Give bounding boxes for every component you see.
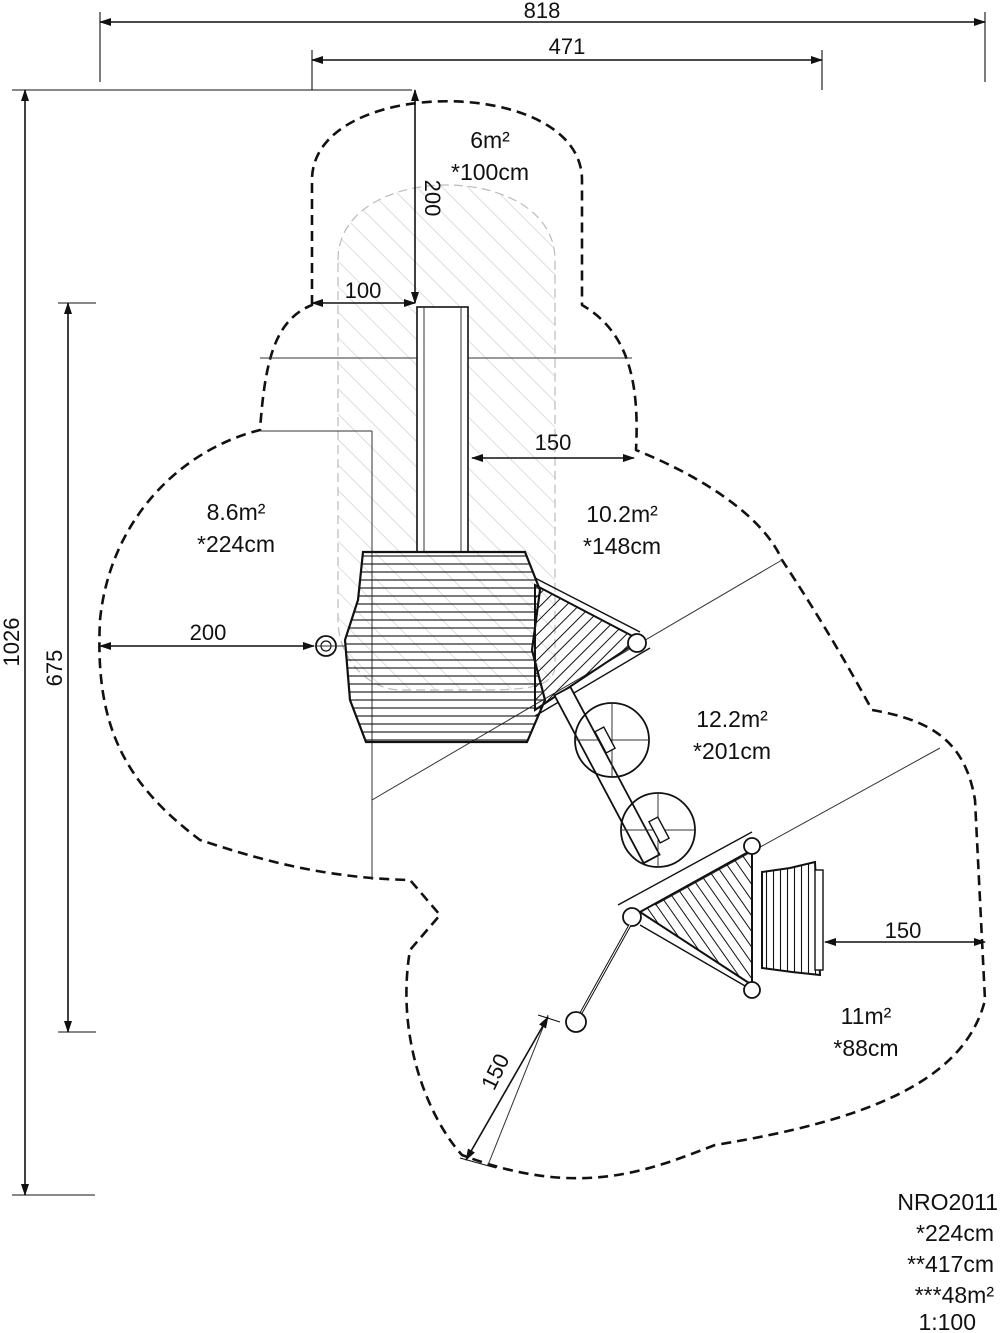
post-lower-bottom [743,981,761,999]
zone-5-area: 11m² [841,1003,892,1029]
dim-diagonal-clearance: 150 [476,1050,515,1094]
rope-anchor [565,1011,587,1033]
dim-slide-zone-side: 100 [345,278,382,303]
zone-2-area: 8.6m² [207,499,266,525]
dim-left-clearance: 200 [190,620,227,645]
info-scale: 1:100 [918,1309,976,1333]
post-upper [627,633,647,653]
dim-inner-height: 675 [42,650,67,687]
dim-right-clearance-bottom: 150 [885,918,922,943]
dim-right-clearance-top: 150 [535,430,572,455]
bridge-deck-upper [534,583,642,712]
info-fall-height: *224cm [916,1220,994,1246]
dim-overall-width: 818 [524,0,561,23]
zone-1-height: *100cm [451,159,529,185]
post-lower-left [622,907,642,927]
climbing-beam [553,685,661,865]
info-area: ***48m² [915,1282,995,1308]
zone-4-area: 12.2m² [696,706,768,732]
zone-3-area: 10.2m² [586,501,658,527]
tower-platform [343,550,547,744]
zone-2-height: *224cm [197,531,275,557]
dim-slide-zone-length: 200 [420,180,445,217]
zone-1-area: 6m² [470,127,510,153]
tunnel-exit [761,860,822,977]
zone-3-height: *148cm [583,533,661,559]
bridge-deck-lower [638,848,753,987]
dim-overall-height: 1026 [0,618,24,667]
info-length: **417cm [907,1251,994,1277]
slide-chute [416,306,469,553]
dim-inner-width: 471 [549,34,586,59]
zone-4-height: *201cm [693,738,771,764]
zone-5-height: *88cm [833,1035,898,1061]
post-lower-top [743,837,761,855]
product-code: NRO2011 [897,1189,998,1215]
